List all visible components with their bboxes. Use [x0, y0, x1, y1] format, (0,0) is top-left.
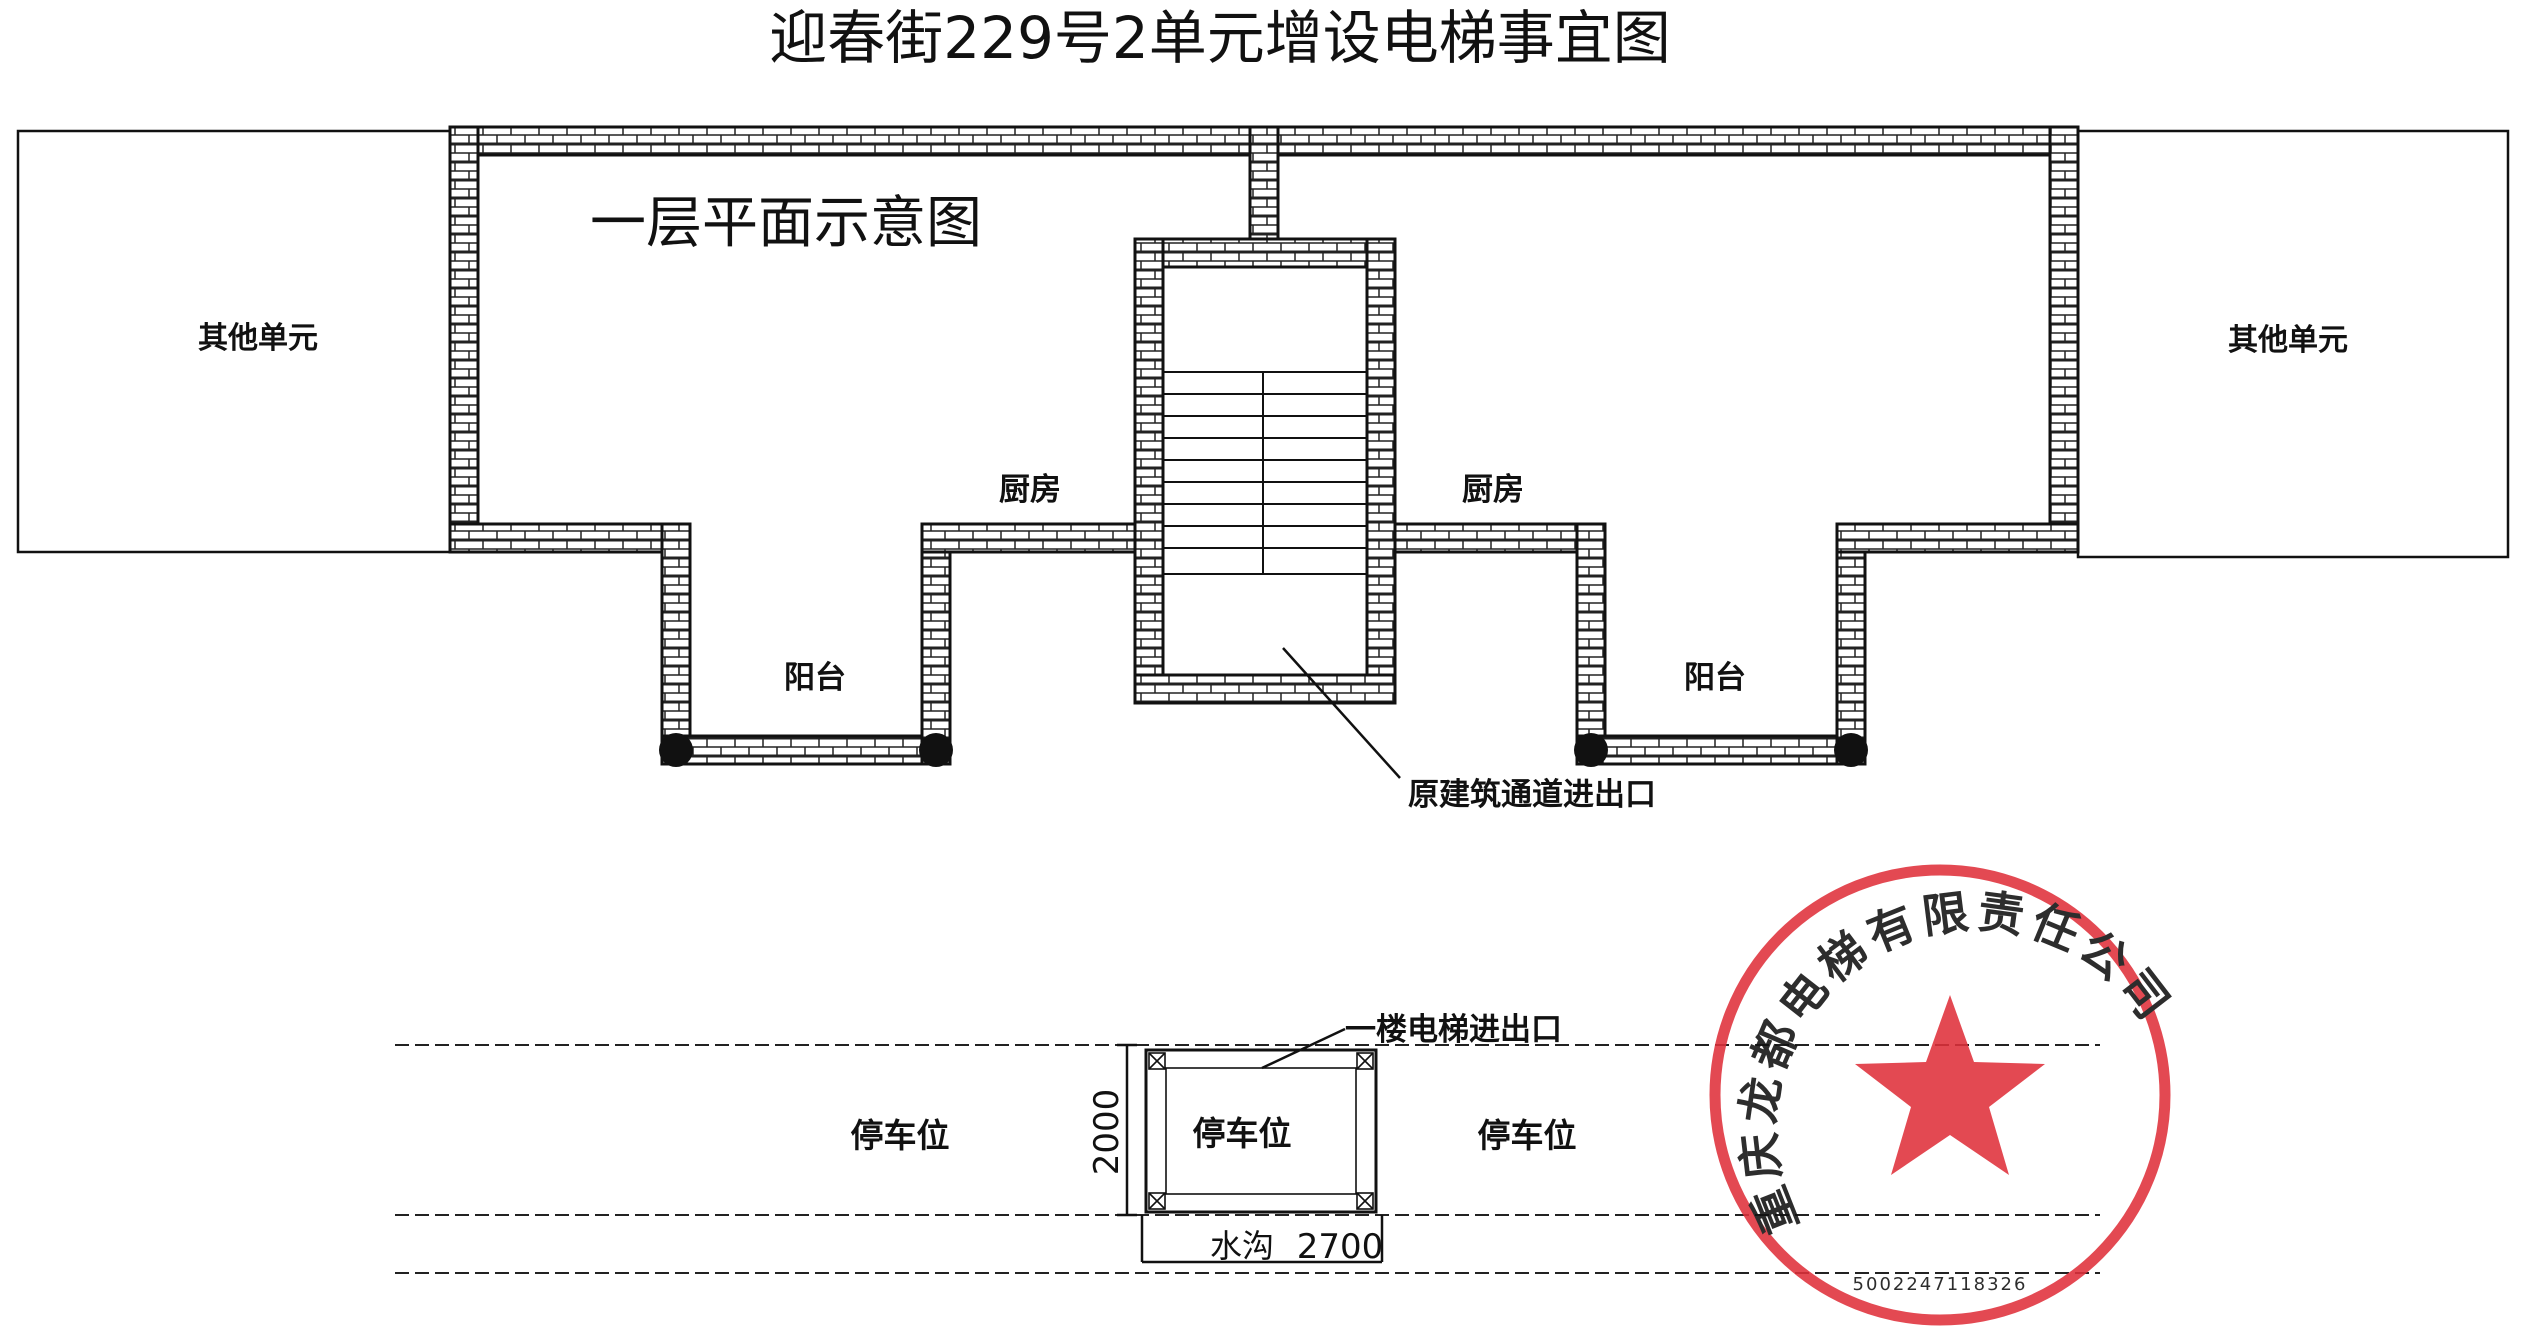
column-dot — [1834, 733, 1868, 767]
entrance-label: 原建筑通道进出口 — [1408, 777, 1656, 813]
entrance-leader-line — [1282, 647, 1401, 779]
other-unit-left-label: 其他单元 — [198, 321, 318, 356]
stair-treads — [1163, 371, 1367, 575]
other-unit-right-label: 其他单元 — [2228, 323, 2348, 358]
balcony-right-label: 阳台 — [1684, 660, 1746, 696]
kitchen-left-label: 厨房 — [999, 472, 1061, 508]
diagram-title: 迎春街229号2单元增设电梯事宜图 — [769, 4, 1671, 72]
elevator-entrance-leader-line — [1261, 1027, 1346, 1070]
elevator-shaft-box — [1144, 1048, 1378, 1214]
dimension-lines — [1117, 1043, 1384, 1264]
dimension-vertical-value: 2000 — [1087, 1089, 1127, 1176]
parking-right-label: 停车位 — [1478, 1116, 1577, 1155]
column-dot — [919, 733, 953, 767]
column-dot — [1574, 733, 1608, 767]
parking-left-label: 停车位 — [851, 1116, 950, 1155]
elevator-entrance-label: 一楼电梯进出口 — [1345, 1012, 1562, 1048]
parking-middle-label: 停车位 — [1193, 1114, 1292, 1153]
road-dashed-lines — [395, 1044, 2100, 1274]
kitchen-right-label: 厨房 — [1462, 472, 1524, 508]
balcony-left-label: 阳台 — [784, 660, 846, 696]
plan-subtitle: 一层平面示意图 — [590, 191, 982, 256]
dimension-horizontal-value: 2700 — [1297, 1227, 1384, 1267]
company-seal: 重庆龙都电梯有限责任公司 5002247118326 — [1709, 864, 2178, 1326]
ditch-label: 水沟 — [1210, 1227, 1274, 1265]
seal-number: 5002247118326 — [1853, 1274, 2028, 1295]
column-dot — [659, 733, 693, 767]
seal-star-icon — [1855, 995, 2045, 1175]
brick-walls — [448, 125, 2080, 766]
